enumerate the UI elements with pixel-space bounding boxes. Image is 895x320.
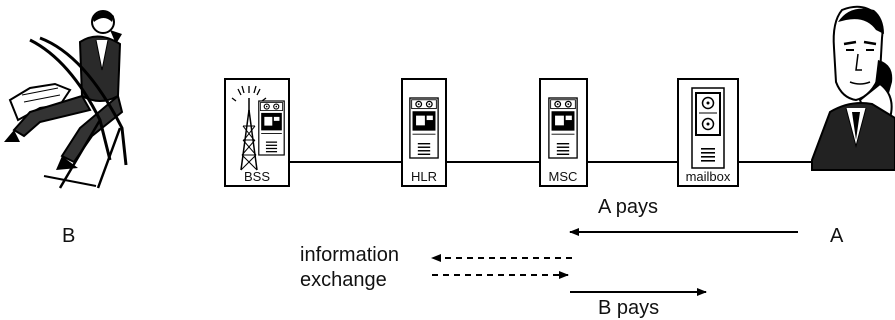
person-a-label: A [830, 225, 844, 247]
hlr-label: HLR [410, 169, 437, 184]
info-exchange-line1: information [300, 244, 399, 266]
hlr-node [401, 78, 447, 187]
bss-label: BSS [243, 169, 270, 184]
b-pays-label: B pays [598, 297, 660, 319]
mailbox-label: mailbox [685, 169, 731, 184]
msc-node [539, 78, 588, 187]
server-cabinet-icon [409, 97, 439, 159]
bss-node [224, 78, 290, 187]
msc-label: MSC [548, 169, 578, 184]
person-b-label: B [62, 225, 76, 247]
person-reclining-on-phone-icon [4, 10, 128, 189]
tape-recorder-icon [691, 87, 725, 169]
antenna-tower-icon [231, 85, 267, 171]
server-cabinet-icon [548, 97, 578, 159]
a-pays-label: A pays [598, 196, 659, 218]
info-exchange-line2: exchange [300, 269, 387, 291]
mailbox-node [677, 78, 739, 187]
man-on-phone-icon [811, 5, 895, 171]
